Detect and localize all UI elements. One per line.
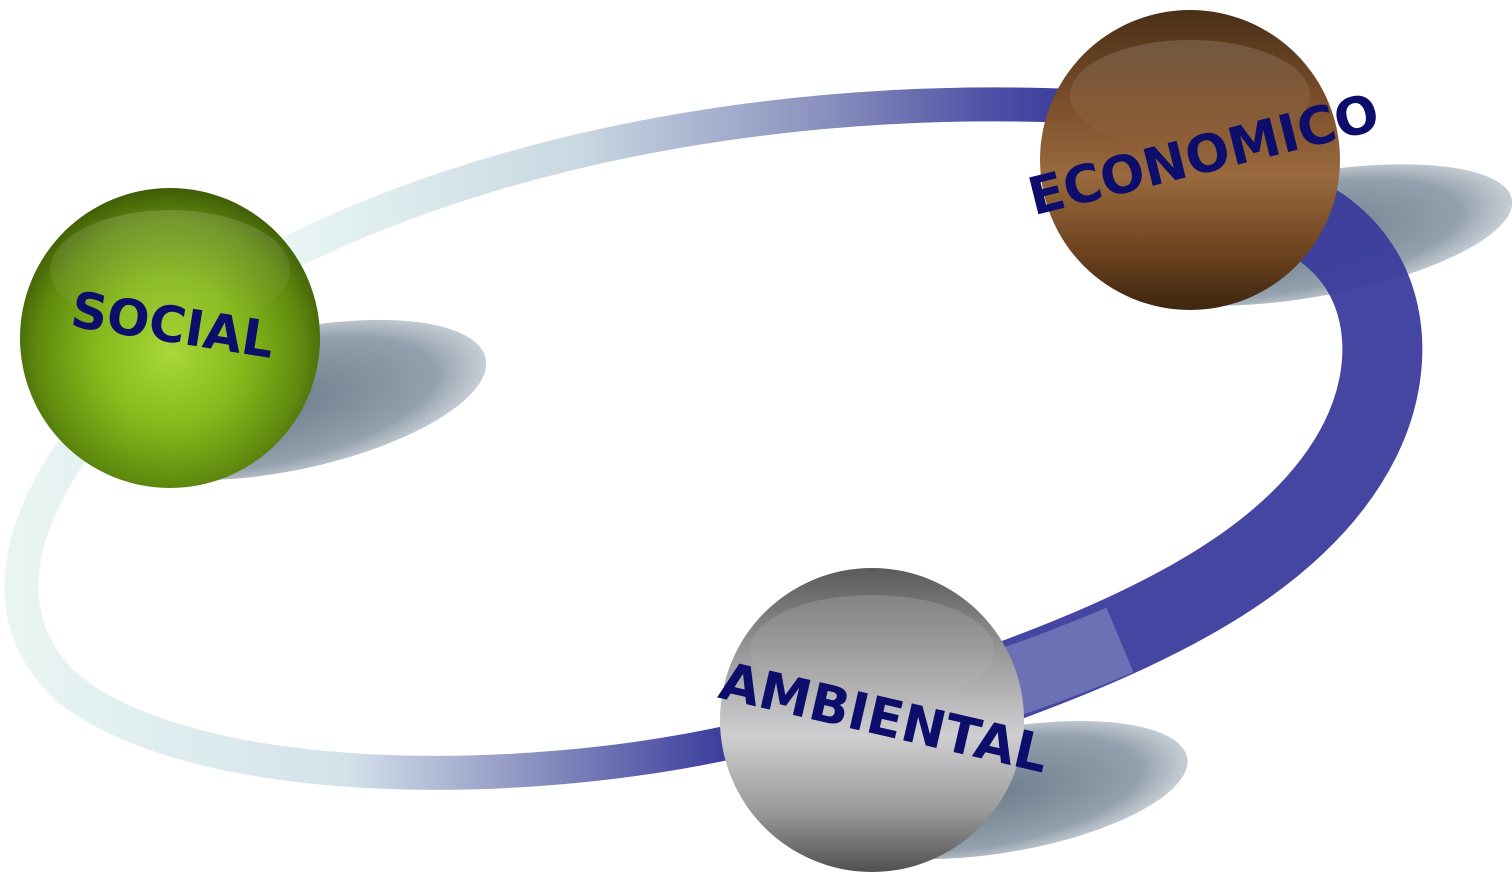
ambiental-node: AMBIENTAL xyxy=(714,568,1054,872)
economico-sphere-gloss xyxy=(1070,40,1310,150)
orbit-ring-bottom-arc xyxy=(4,423,757,790)
social-sphere-gloss xyxy=(50,210,290,330)
economico-node: ECONOMICO xyxy=(1022,10,1385,310)
orbit-ring-right-arc xyxy=(976,179,1423,726)
ambiental-sphere-gloss xyxy=(750,595,994,705)
social-node: SOCIAL xyxy=(20,188,320,488)
orbit-ring-top-arc xyxy=(278,87,1127,267)
orbit-ring xyxy=(4,87,1423,790)
